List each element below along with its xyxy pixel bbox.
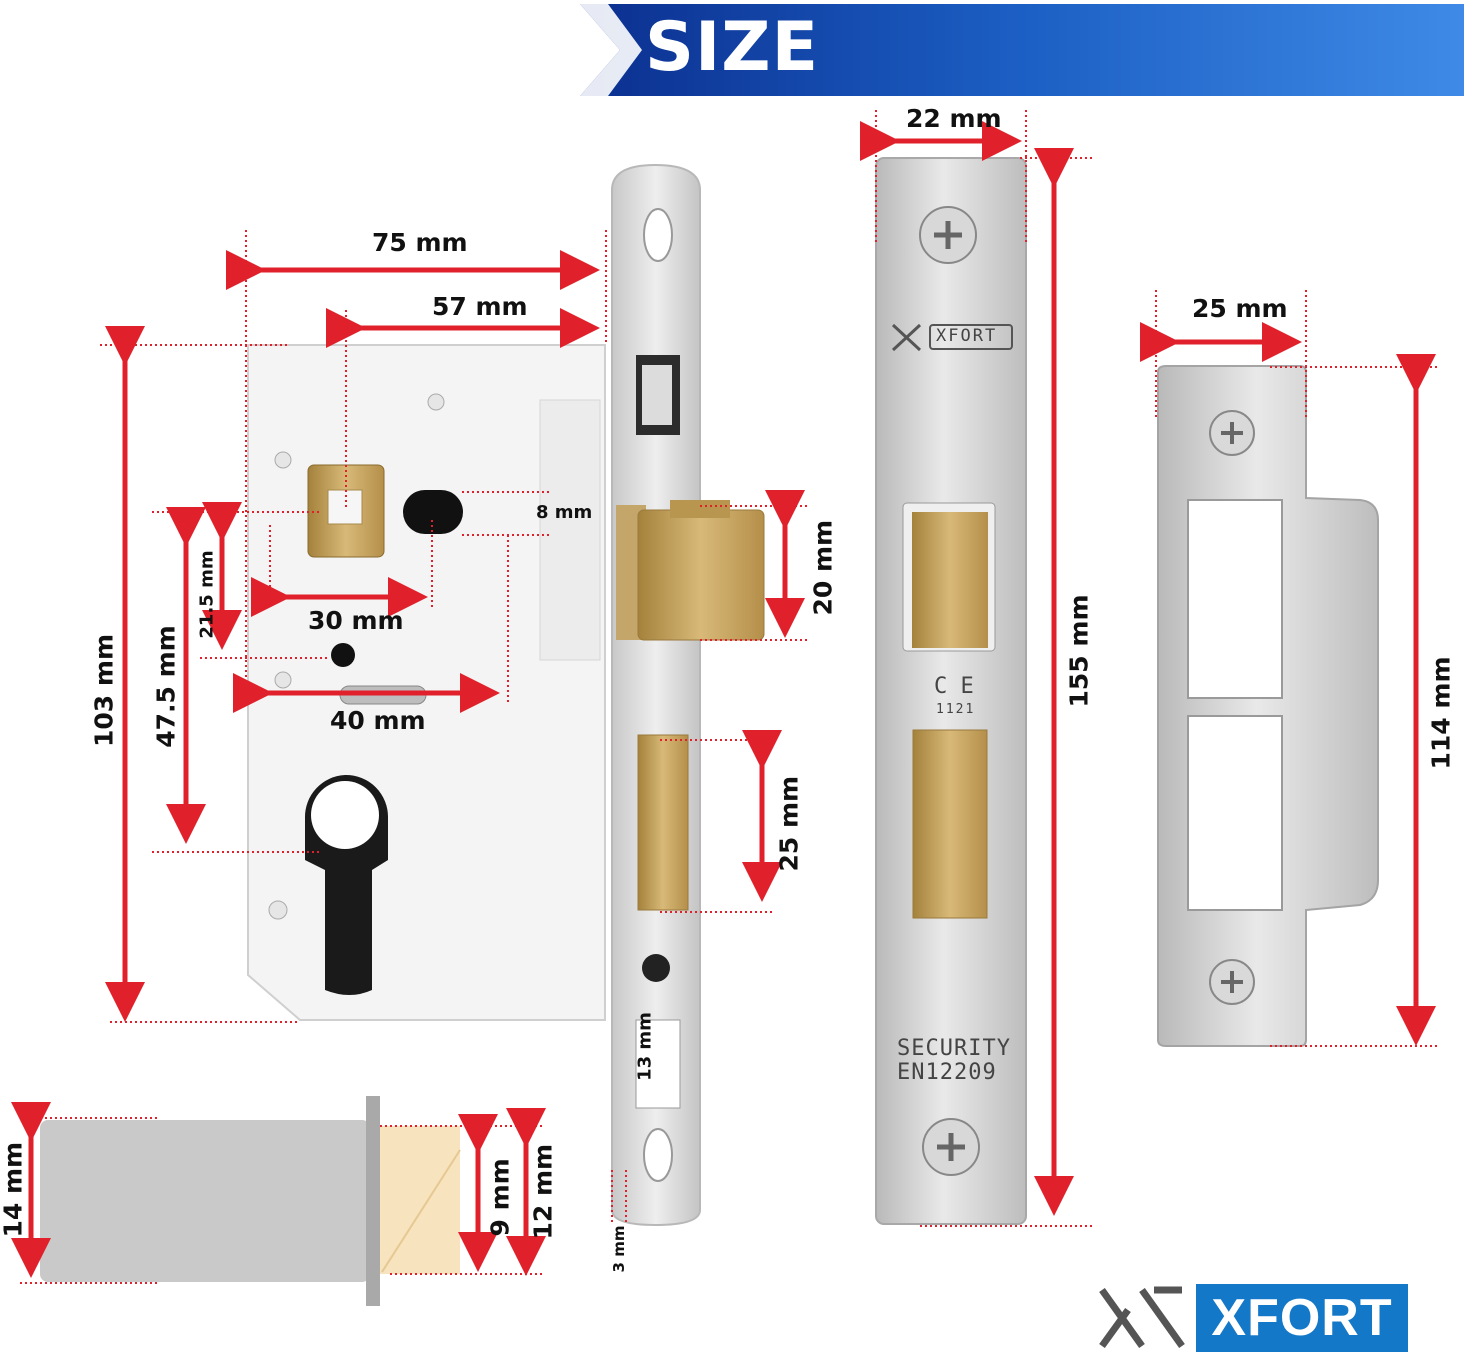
dim-screw-spacing: 40 mm (330, 706, 426, 735)
faceplate-standard-line2: EN12209 (897, 1060, 997, 1085)
dim-strike-width: 25 mm (1192, 294, 1288, 323)
dim-screw-hole: 13 mm (634, 1012, 656, 1081)
dimension-arrows (11, 121, 1436, 1278)
dim-deadbolt-height: 25 mm (774, 775, 804, 872)
dim-latch-body-height: 14 mm (0, 1141, 28, 1238)
faceplate-brand: XFORT (936, 326, 998, 346)
dim-faceplate-length: 155 mm (1064, 594, 1094, 708)
registered-mark: ® (1397, 1286, 1405, 1297)
dead-bolt (637, 734, 689, 911)
latch-side-view (40, 1096, 461, 1306)
dim-backset-total: 75 mm (372, 228, 468, 257)
faceplate-ce-mark: C E (934, 674, 974, 699)
dim-spindle-to-latch: 21.5 mm (196, 550, 218, 639)
latch-bolt (616, 500, 765, 641)
faceplate-ce-number: 1121 (936, 702, 976, 717)
xfort-logo-icon (1099, 1286, 1185, 1349)
dim-backset: 57 mm (432, 292, 528, 321)
dim-spindle-to-screw: 30 mm (308, 606, 404, 635)
dim-latch-height: 20 mm (808, 519, 838, 616)
dim-follower-offset: 8 mm (536, 502, 593, 523)
dim-centre-distance: 47.5 mm (151, 625, 181, 748)
strike-plate (1157, 365, 1379, 1047)
faceplate (875, 157, 1027, 1225)
dim-faceplate-width: 22 mm (906, 104, 1002, 133)
dim-strike-length: 114 mm (1426, 656, 1456, 770)
xfort-wordmark: XFORT (1196, 1284, 1408, 1352)
size-banner (580, 4, 1464, 96)
dim-latch-tip-total: 12 mm (528, 1143, 558, 1240)
faceplate-standard-line1: SECURITY (897, 1036, 1011, 1061)
dimension-guides (20, 110, 1440, 1284)
banner-title: SIZE (645, 8, 820, 87)
dim-plate-thickness: 3 mm (610, 1225, 628, 1273)
dim-latch-tip-height: 9 mm (485, 1158, 515, 1237)
dim-lock-height: 103 mm (89, 634, 119, 747)
